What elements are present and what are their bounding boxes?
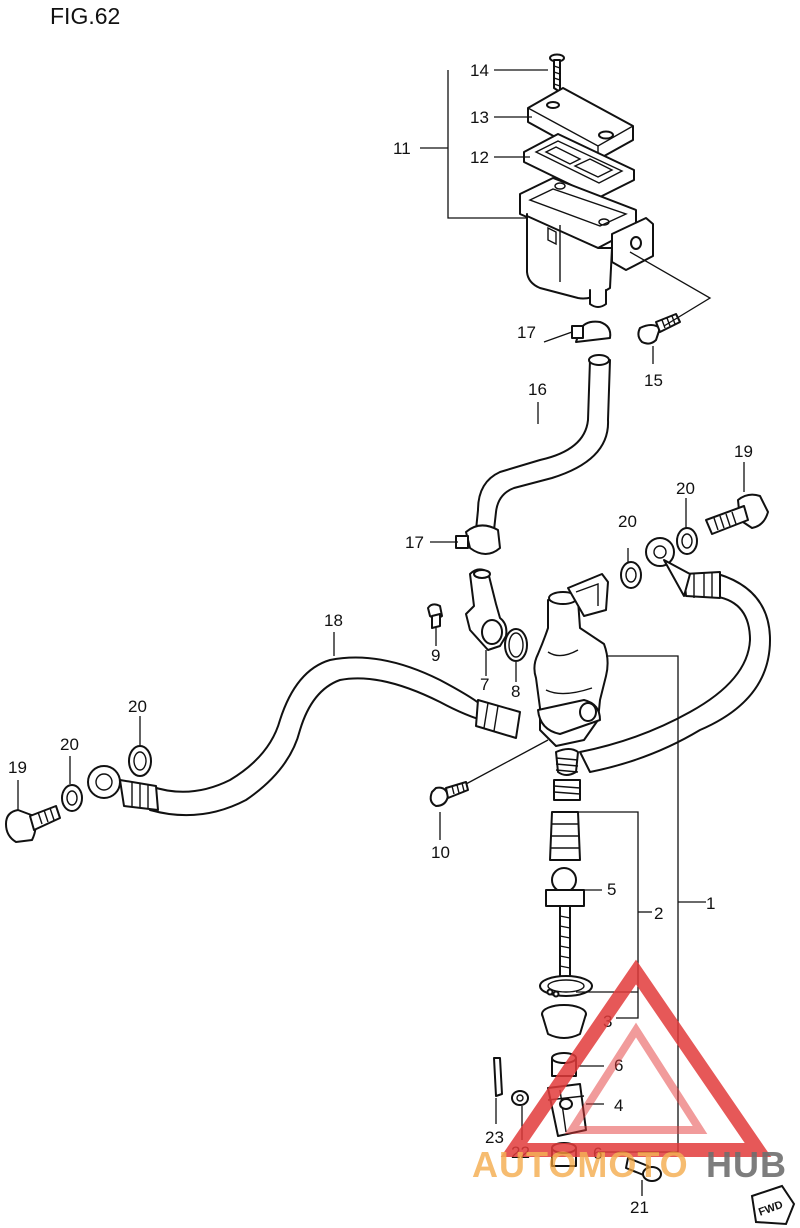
callout-19-left: 19 xyxy=(8,758,27,777)
banjo-bolt-19-left-shape xyxy=(5,805,61,843)
piston-shape xyxy=(549,811,581,861)
callout-13: 13 xyxy=(470,108,489,127)
washer-20-a-shape xyxy=(128,745,152,777)
callout-7: 7 xyxy=(480,675,489,694)
washer-20-b-shape xyxy=(61,784,83,812)
callout-16: 16 xyxy=(528,380,547,399)
callout-21: 21 xyxy=(630,1198,649,1217)
callout-10: 10 xyxy=(431,843,450,862)
callout-8: 8 xyxy=(511,682,520,701)
callout-labels: 1 2 3 4 5 6 6 7 8 9 10 11 12 13 14 15 16… xyxy=(8,61,753,1217)
callout-1: 1 xyxy=(706,894,715,913)
cotter-pin-23-shape xyxy=(493,1057,503,1097)
figure-title: FIG.62 xyxy=(50,3,120,29)
fwd-arrow-icon: FWD xyxy=(750,1184,796,1226)
watermark: AUTOMOTO HUB xyxy=(472,959,787,1185)
boot-3-shape xyxy=(541,1004,587,1039)
reservoir-body-shape xyxy=(519,177,654,308)
screw-14-shape xyxy=(549,53,565,93)
callout-19-right: 19 xyxy=(734,442,753,461)
master-cylinder-shape xyxy=(533,573,609,747)
bolt-21-shape xyxy=(625,1157,662,1182)
brake-hose-right-shape xyxy=(579,537,771,773)
callout-2: 2 xyxy=(654,904,663,923)
callout-17-lower: 17 xyxy=(405,533,424,552)
watermark-text-hub: HUB xyxy=(706,1144,787,1185)
fitting-7-shape xyxy=(465,568,508,651)
spring-shape xyxy=(553,748,581,801)
screw-10-shape xyxy=(429,781,469,807)
callout-20-a: 20 xyxy=(128,697,147,716)
callout-5: 5 xyxy=(607,880,616,899)
reservoir-hose-shape xyxy=(455,320,612,555)
callout-15: 15 xyxy=(644,371,663,390)
callout-17-upper: 17 xyxy=(517,323,536,342)
callout-9: 9 xyxy=(431,646,440,665)
callout-18: 18 xyxy=(324,611,343,630)
washer-22-shape xyxy=(511,1090,529,1106)
callout-23: 23 xyxy=(485,1128,504,1147)
callout-4: 4 xyxy=(614,1096,623,1115)
callout-20-d: 20 xyxy=(676,479,695,498)
brake-hose-18-shape xyxy=(87,656,521,817)
reservoir-assembly xyxy=(519,53,681,345)
callout-14: 14 xyxy=(470,61,489,80)
o-ring-8-shape xyxy=(504,628,528,662)
callout-6-upper: 6 xyxy=(614,1056,623,1075)
callout-20-c: 20 xyxy=(618,512,637,531)
washer-20-c-shape xyxy=(620,561,642,589)
diaphragm-12-shape xyxy=(523,133,635,199)
watermark-text-automoto: AUTOMOTO xyxy=(472,1144,689,1185)
callout-12: 12 xyxy=(470,148,489,167)
washer-20-d-shape xyxy=(676,527,698,555)
callout-11: 11 xyxy=(393,139,411,158)
push-rod-5-shape xyxy=(545,867,585,993)
banjo-bolt-19-right-shape xyxy=(705,493,769,535)
circlip-shape xyxy=(539,975,593,998)
screw-9-shape xyxy=(427,603,443,629)
callout-20-b: 20 xyxy=(60,735,79,754)
